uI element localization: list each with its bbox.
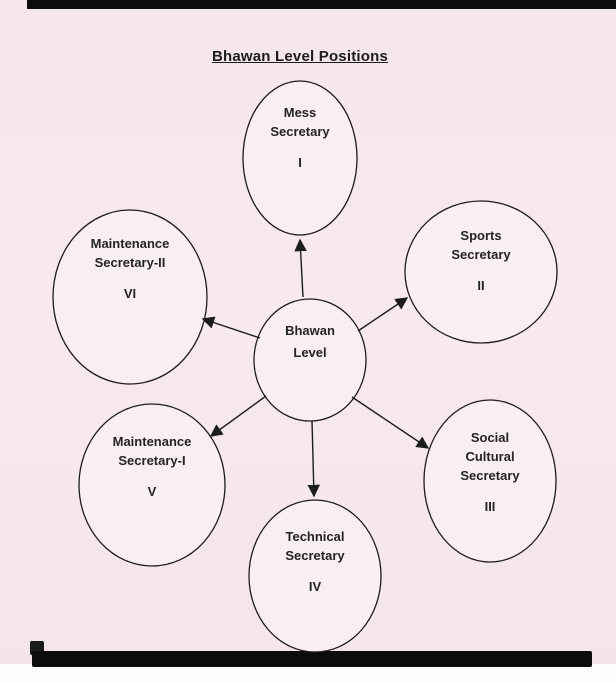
sports-secretary-ellipse [404,200,558,344]
arrow-to-sports-secretary [357,297,409,332]
node-line: Secretary-I [118,453,186,468]
node-numeral: V [147,484,157,499]
node-line: Secretary [285,548,345,563]
node-social-cultural-secretary: Social Cultural Secretary III [460,428,519,516]
technical-secretary-ellipse [248,499,382,653]
node-line: Secretary-II [94,255,166,270]
bhawan-level-ellipse [253,298,367,422]
node-numeral: VI [123,286,137,301]
maintenance-secretary-1-ellipse [78,403,226,567]
maintenance-secretary-2-ellipse [52,209,208,385]
arrow-to-mess-secretary [294,238,307,298]
node-numeral: III [484,499,496,514]
scan-edge-bottom-white [0,664,616,682]
node-line: Sports [460,228,502,243]
node-sports-secretary: Sports Secretary II [451,226,510,295]
scan-edge-top [27,0,616,9]
social-cultural-secretary-ellipse [423,399,557,563]
node-line: Secretary [460,468,520,483]
mess-secretary-ellipse [242,80,358,236]
node-line: Maintenance [112,434,192,449]
diagram-title: Bhawan Level Positions [211,48,389,65]
node-bhawan-level: Bhawan Level [285,320,335,364]
node-line: Cultural [465,449,515,464]
node-maintenance-secretary-1: Maintenance Secretary-I V [113,432,192,501]
arrow-to-maintenance-secretary-2 [201,316,261,339]
node-numeral: I [298,155,302,170]
arrow-to-social-cultural-secretary [351,396,430,449]
node-line: Maintenance [90,236,170,251]
node-technical-secretary: Technical Secretary IV [285,527,344,596]
node-numeral: II [477,278,485,293]
node-numeral: IV [308,579,322,594]
node-line: Secretary [270,124,330,139]
node-line: Social [470,430,510,445]
node-line: Level [293,345,327,360]
node-mess-secretary: Mess Secretary I [270,103,329,172]
node-maintenance-secretary-2: Maintenance Secretary-II VI [91,234,170,303]
node-line: Mess [283,105,317,120]
arrow-to-technical-secretary [307,420,320,498]
arrow-to-maintenance-secretary-1 [209,395,267,437]
node-line: Technical [285,529,345,544]
scan-edge-bottom [32,651,592,667]
node-line: Secretary [451,247,511,262]
node-line: Bhawan [285,323,335,338]
